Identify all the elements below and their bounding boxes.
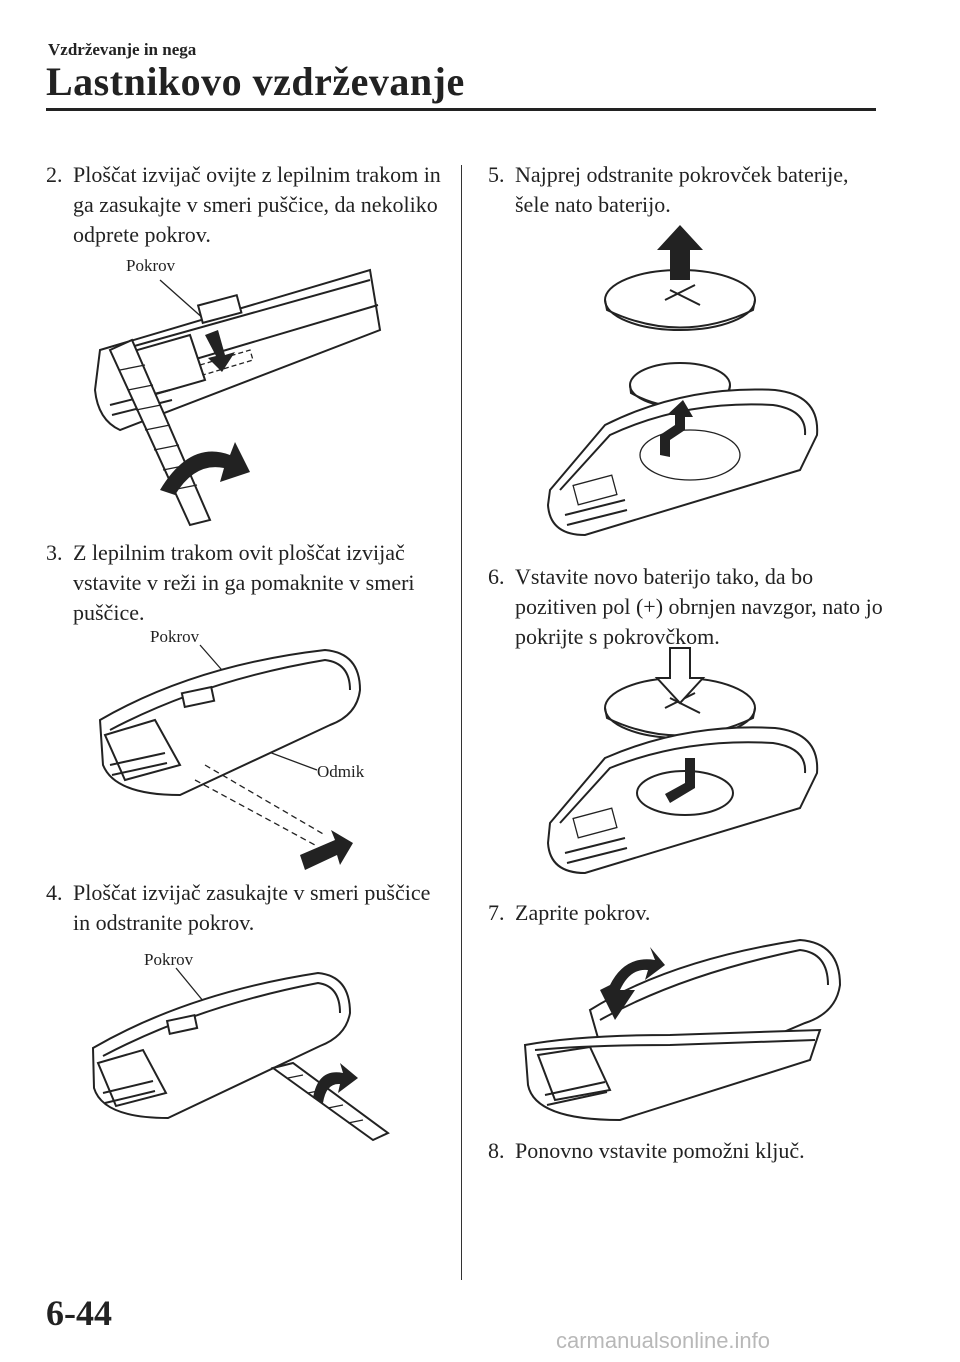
title-rule xyxy=(46,108,876,111)
page-number: 6-44 xyxy=(46,1293,112,1333)
figure-3-gap-label: Odmik xyxy=(317,762,365,781)
figure-6-insert-battery-illustration xyxy=(546,647,819,875)
figure-2-pry-open-illustration xyxy=(93,268,382,527)
page-title: Lastnikovo vzdrževanje xyxy=(46,59,465,104)
figure-5-remove-battery-illustration xyxy=(546,225,819,537)
figure-7-close-cover-illustration xyxy=(523,938,842,1122)
step-7: 7. Zaprite pokrov. xyxy=(488,900,651,925)
step-3: 3. Z lepilnim trakom ovit ploščat izvija… xyxy=(46,540,415,625)
figure-3-insert-screwdriver-illustration xyxy=(98,644,362,870)
step-5: 5. Najprej odstranite pokrovček baterije… xyxy=(488,162,849,217)
figure-4-cover-label: Pokrov xyxy=(144,950,194,969)
watermark: carmanualsonline.info xyxy=(556,1328,771,1353)
section-heading: Vzdrževanje in nega xyxy=(48,40,197,59)
figure-3-cover-label: Pokrov xyxy=(150,627,200,646)
column-divider xyxy=(461,165,462,1280)
figure-4-remove-cover-illustration xyxy=(91,967,390,1142)
step-2: 2. Ploščat izvijač ovijte z lepilnim tra… xyxy=(46,162,441,247)
step-8: 8. Ponovno vstavite pomožni ključ. xyxy=(488,1138,805,1163)
figure-2-cover-label: Pokrov xyxy=(126,256,176,275)
step-4: 4. Ploščat izvijač zasukajte v smeri puš… xyxy=(46,880,431,935)
step-6: 6. Vstavite novo baterijo tako, da bo po… xyxy=(488,564,883,649)
